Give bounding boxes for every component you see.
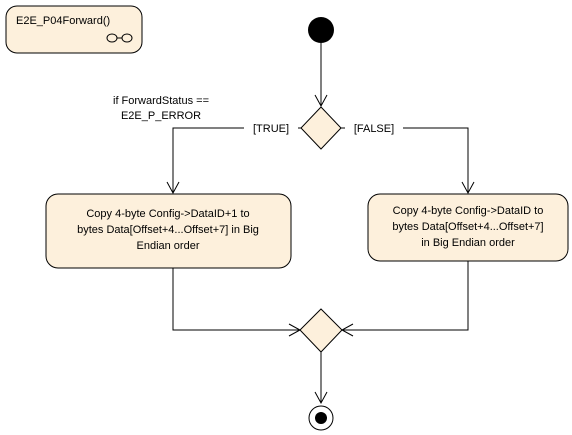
flow-true-to-merge — [172, 268, 302, 337]
action-false-line3: in Big Endian order — [421, 237, 515, 249]
rake-icon — [106, 33, 133, 43]
action-false-line1: Copy 4-byte Config->DataID to — [393, 205, 544, 217]
action-true-line1: Copy 4-byte Config->DataID+1 to — [86, 208, 249, 220]
action-true-branch: Copy 4-byte Config->DataID+1 to bytes Da… — [45, 193, 292, 269]
guard-true-bg — [244, 121, 298, 135]
decision-condition-line2: E2E_P_ERROR — [121, 110, 201, 122]
initial-node — [308, 17, 334, 43]
merge-node — [299, 308, 343, 353]
action-false-line2: bytes Data[Offset+4...Offset+7] — [392, 221, 543, 233]
final-node — [308, 405, 334, 431]
decision-condition-line1: if ForwardStatus == — [113, 95, 209, 107]
flow-false-branch — [341, 127, 475, 195]
action-true-line2: bytes Data[Offset+4...Offset+7] in Big — [77, 224, 259, 236]
guard-true-label: [TRUE] — [253, 123, 289, 135]
action-true-line3: Endian order — [137, 240, 200, 252]
activity-name: E2E_P04Forward() — [16, 15, 110, 27]
guard-false-label: [FALSE] — [354, 123, 394, 135]
guard-false-bg — [345, 121, 403, 135]
action-false-branch: Copy 4-byte Config->DataID to bytes Data… — [367, 193, 569, 262]
activity-name-box: E2E_P04Forward() — [5, 5, 143, 54]
decision-node — [300, 106, 342, 150]
flow-false-to-merge — [340, 261, 469, 337]
flow-true-branch — [166, 127, 301, 195]
